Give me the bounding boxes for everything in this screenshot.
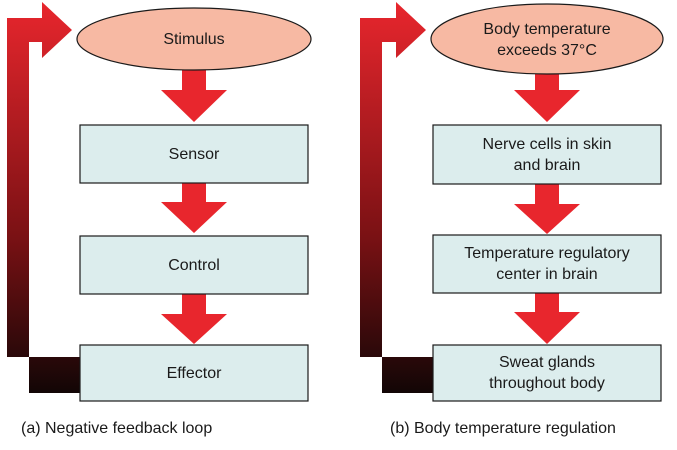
control-label-b: Temperature regulatory center in brain (433, 235, 661, 293)
feedback-loop-arrow-a (7, 2, 80, 393)
down-arrow-a1 (161, 68, 227, 122)
box-b-sensor (432, 124, 662, 185)
box-a-sensor (79, 124, 309, 184)
box-a-control (79, 235, 309, 295)
effector-text-b-line1: Sweat glands (498, 354, 596, 371)
control-text-b-line1: Temperature regulatory (464, 245, 630, 262)
stimulus-text-b-line2: exceeds 37°C (497, 42, 597, 59)
stimulus-ellipse-a (76, 7, 312, 71)
sensor-label-a: Sensor (80, 125, 308, 183)
stimulus-ellipse-b (430, 3, 664, 75)
down-arrow-b2 (514, 184, 580, 234)
down-arrow-a3 (161, 294, 227, 344)
sensor-text-b-line1: Nerve cells in skin (482, 135, 612, 153)
down-arrow-b1 (514, 68, 580, 122)
feedback-loop-arrow-b (360, 2, 434, 393)
stimulus-label-b: Body temperature exceeds 37°C (433, 10, 661, 70)
down-arrow-a2 (161, 181, 227, 233)
box-b-effector (432, 344, 662, 402)
caption-b: (b) Body temperature regulation (390, 420, 616, 437)
stimulus-text-b-line1: Body temperature (483, 21, 611, 38)
box-a-effector (79, 344, 309, 402)
stimulus-text-a: Stimulus (163, 30, 225, 48)
caption-a: (a) Negative feedback loop (21, 420, 213, 437)
sensor-text-b-line2: and brain (513, 156, 581, 174)
sensor-label-b: Nerve cells in skin and brain (433, 125, 661, 184)
control-text-b-line2: center in brain (496, 266, 598, 283)
sensor-text-a: Sensor (168, 145, 220, 163)
stimulus-label-a: Stimulus (80, 10, 308, 68)
control-text-a: Control (168, 256, 220, 274)
control-label-a: Control (80, 236, 308, 294)
box-b-control (432, 234, 662, 294)
effector-label-a: Effector (80, 345, 308, 401)
down-arrow-b3 (514, 292, 580, 344)
effector-text-a: Effector (166, 364, 222, 382)
effector-label-b: Sweat glands throughout body (433, 345, 661, 401)
effector-text-b-line2: throughout body (489, 375, 605, 392)
